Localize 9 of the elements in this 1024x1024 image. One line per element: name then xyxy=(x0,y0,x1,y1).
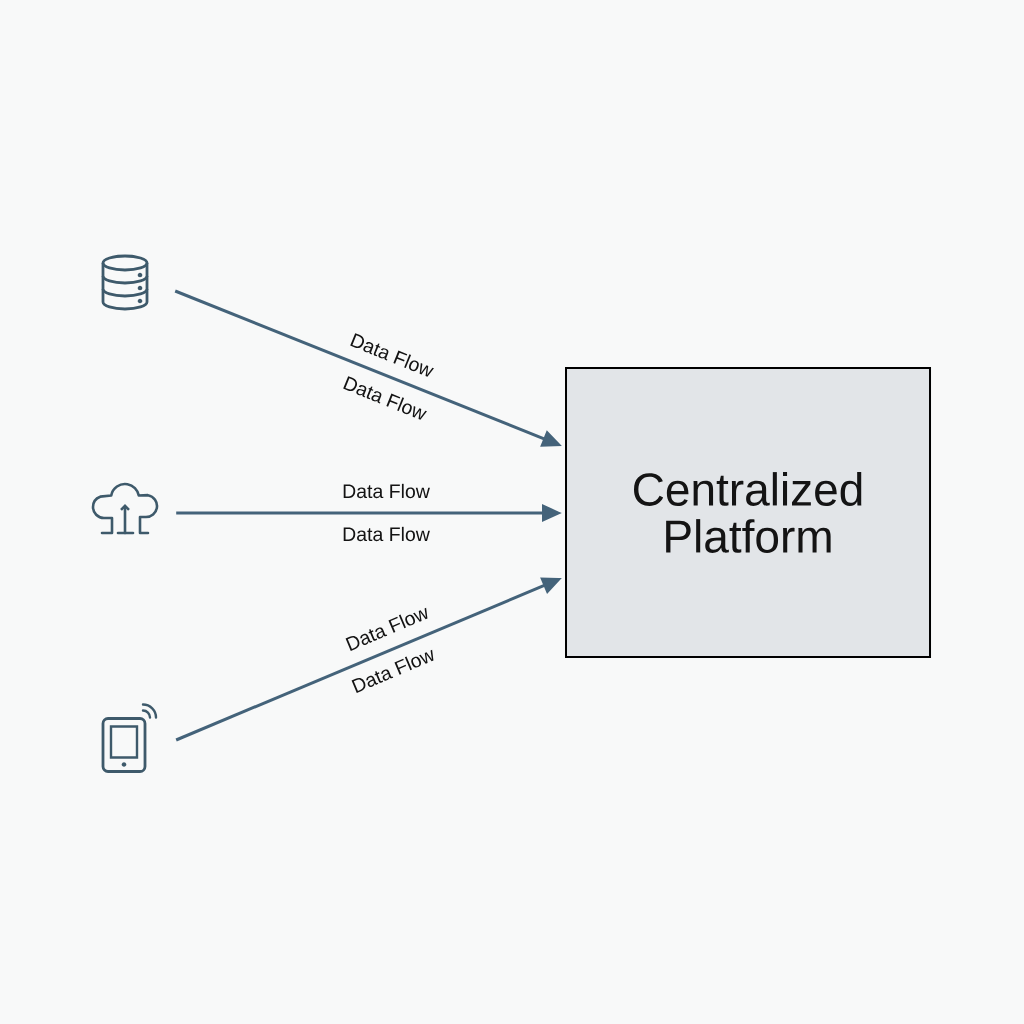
cloud-upload-icon xyxy=(91,482,159,535)
tablet-icon xyxy=(101,703,158,773)
process-box: Centralized Platform xyxy=(565,367,931,658)
edge-label: Data Flow xyxy=(345,607,428,651)
flow-label: Data Flow xyxy=(343,526,430,542)
flow-label: Data Flow xyxy=(343,376,427,420)
edge-label: Data Flow xyxy=(350,333,434,377)
database-icon xyxy=(101,254,149,311)
edge-label: Data Flow xyxy=(343,483,430,499)
